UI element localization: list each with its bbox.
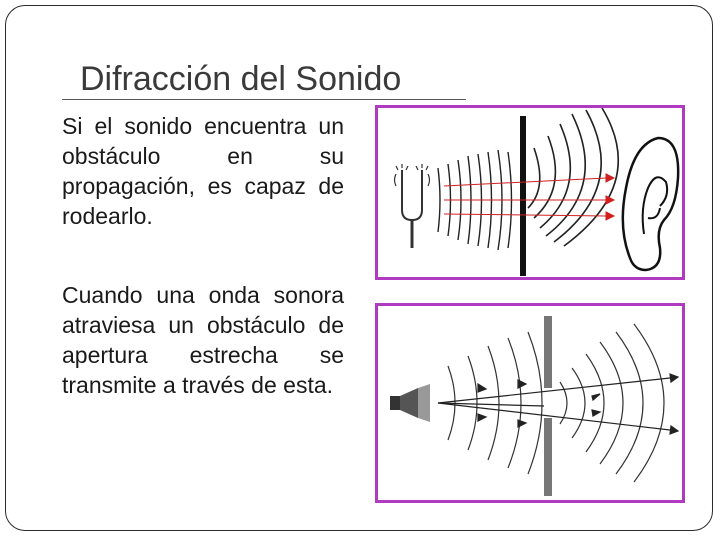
propagation-arrows	[443, 173, 616, 221]
diffracted-waves	[527, 108, 620, 247]
propagation-arrows-2	[437, 373, 680, 435]
tuning-fork-icon	[393, 164, 431, 248]
figure-aperture-diffraction-svg	[390, 316, 680, 496]
loudspeaker-icon	[390, 384, 430, 422]
slit-barrier-icon	[544, 316, 552, 496]
figure-obstacle-diffraction-svg	[393, 108, 680, 276]
ear-icon	[621, 136, 680, 272]
figure-aperture-diffraction	[375, 303, 685, 503]
title-underline	[62, 99, 466, 100]
figure-obstacle-diffraction	[375, 105, 685, 280]
incident-waves-2	[447, 331, 543, 475]
diffracted-waves-2	[559, 323, 665, 483]
barrier-icon	[520, 116, 526, 276]
slide-title: Difracción del Sonido	[80, 60, 402, 98]
paragraph-diffraction-obstacle: Si el sonido encuentra un obstáculo en s…	[62, 113, 344, 229]
paragraph-diffraction-aperture: Cuando una onda sonora atraviesa un obst…	[62, 282, 344, 398]
